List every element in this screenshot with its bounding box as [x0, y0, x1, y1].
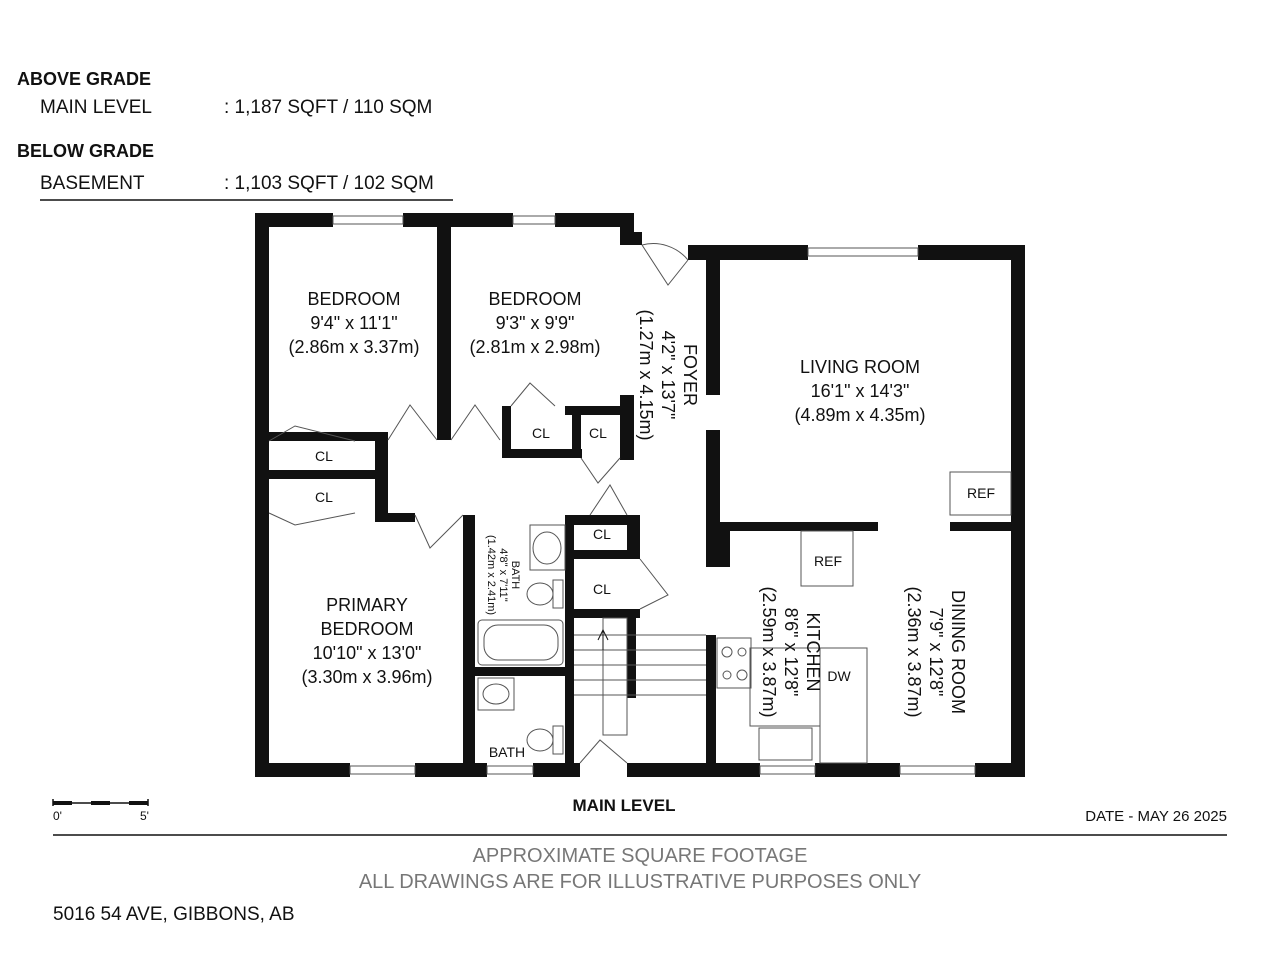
- disclaimer-line-1: APPROXIMATE SQUARE FOOTAGE: [473, 845, 808, 867]
- svg-text:4'8" x 7'11": 4'8" x 7'11": [497, 548, 509, 601]
- svg-text:BEDROOM: BEDROOM: [307, 289, 400, 309]
- scale-bar: 0' 5': [52, 799, 149, 823]
- area-summary: ABOVE GRADE MAIN LEVEL : 1,187 SQFT / 11…: [17, 69, 453, 201]
- doors: [268, 243, 689, 764]
- svg-text:DINING ROOM: DINING ROOM: [948, 590, 968, 714]
- svg-text:5': 5': [140, 809, 149, 823]
- main-level-area: : 1,187 SQFT / 110 SQM: [224, 97, 432, 118]
- svg-text:(4.89m x 4.35m): (4.89m x 4.35m): [794, 405, 925, 425]
- walls: [255, 213, 1025, 777]
- room-bedroom-2: BEDROOM 9'3" x 9'9" (2.81m x 2.98m): [469, 289, 600, 357]
- svg-text:BEDROOM: BEDROOM: [320, 619, 413, 639]
- windows: [332, 215, 976, 775]
- main-level-label: MAIN LEVEL: [40, 97, 152, 118]
- basement-area: : 1,103 SQFT / 102 SQM: [224, 173, 434, 194]
- room-kitchen: KITCHEN 8'6" x 12'8" (2.59m x 3.87m): [759, 586, 823, 717]
- svg-text:(2.59m x 3.87m): (2.59m x 3.87m): [759, 586, 779, 717]
- dishwasher-label: DW: [827, 668, 851, 684]
- svg-text:(2.36m x 3.87m): (2.36m x 3.87m): [904, 586, 924, 717]
- svg-text:CL: CL: [532, 425, 550, 441]
- svg-text:9'3" x 9'9": 9'3" x 9'9": [496, 313, 575, 333]
- svg-text:BATH: BATH: [509, 561, 521, 590]
- svg-text:0': 0': [53, 809, 62, 823]
- svg-text:BEDROOM: BEDROOM: [488, 289, 581, 309]
- closet-labels: CL CL CL CL CL CL: [315, 425, 611, 597]
- room-bath-2: BATH: [489, 744, 525, 760]
- svg-text:CL: CL: [593, 526, 611, 542]
- svg-text:LIVING ROOM: LIVING ROOM: [800, 357, 920, 377]
- svg-text:8'6" x 12'8": 8'6" x 12'8": [781, 608, 801, 697]
- svg-text:(3.30m x 3.96m): (3.30m x 3.96m): [301, 667, 432, 687]
- svg-text:CL: CL: [315, 489, 333, 505]
- svg-text:(2.81m x 2.98m): (2.81m x 2.98m): [469, 337, 600, 357]
- basement-label: BASEMENT: [40, 173, 145, 194]
- below-grade-heading: BELOW GRADE: [17, 141, 154, 161]
- svg-text:CL: CL: [593, 581, 611, 597]
- fridge-label-2: REF: [967, 485, 995, 501]
- room-dining: DINING ROOM 7'9" x 12'8" (2.36m x 3.87m): [904, 586, 968, 717]
- disclaimer-line-2: ALL DRAWINGS ARE FOR ILLUSTRATIVE PURPOS…: [359, 871, 921, 893]
- room-bath-1: BATH 4'8" x 7'11" (1.42m x 2.41m): [485, 535, 521, 615]
- fridge-label: REF: [814, 553, 842, 569]
- room-primary-bedroom: PRIMARY BEDROOM 10'10" x 13'0" (3.30m x …: [301, 595, 432, 687]
- svg-text:KITCHEN: KITCHEN: [803, 612, 823, 691]
- svg-text:4'2" x 13'7": 4'2" x 13'7": [658, 331, 678, 420]
- svg-text:10'10" x 13'0": 10'10" x 13'0": [313, 643, 422, 663]
- fixtures: [477, 471, 1012, 764]
- room-foyer: FOYER 4'2" x 13'7" (1.27m x 4.15m): [636, 309, 700, 440]
- room-bedroom-1: BEDROOM 9'4" x 11'1" (2.86m x 3.37m): [288, 289, 419, 357]
- svg-text:9'4" x 11'1": 9'4" x 11'1": [310, 313, 397, 333]
- svg-text:16'1" x 14'3": 16'1" x 14'3": [811, 381, 910, 401]
- svg-text:7'9" x 12'8": 7'9" x 12'8": [926, 608, 946, 697]
- svg-text:CL: CL: [315, 448, 333, 464]
- address: 5016 54 AVE, GIBBONS, AB: [53, 904, 295, 925]
- level-title: MAIN LEVEL: [573, 796, 676, 815]
- svg-text:CL: CL: [589, 425, 607, 441]
- above-grade-heading: ABOVE GRADE: [17, 69, 151, 89]
- svg-text:FOYER: FOYER: [680, 344, 700, 406]
- date: DATE - MAY 26 2025: [1085, 808, 1227, 825]
- svg-text:PRIMARY: PRIMARY: [326, 595, 408, 615]
- svg-text:(1.27m x 4.15m): (1.27m x 4.15m): [636, 309, 656, 440]
- svg-text:(1.42m x 2.41m): (1.42m x 2.41m): [485, 535, 497, 615]
- svg-text:(2.86m x 3.37m): (2.86m x 3.37m): [288, 337, 419, 357]
- room-living: LIVING ROOM 16'1" x 14'3" (4.89m x 4.35m…: [794, 357, 925, 425]
